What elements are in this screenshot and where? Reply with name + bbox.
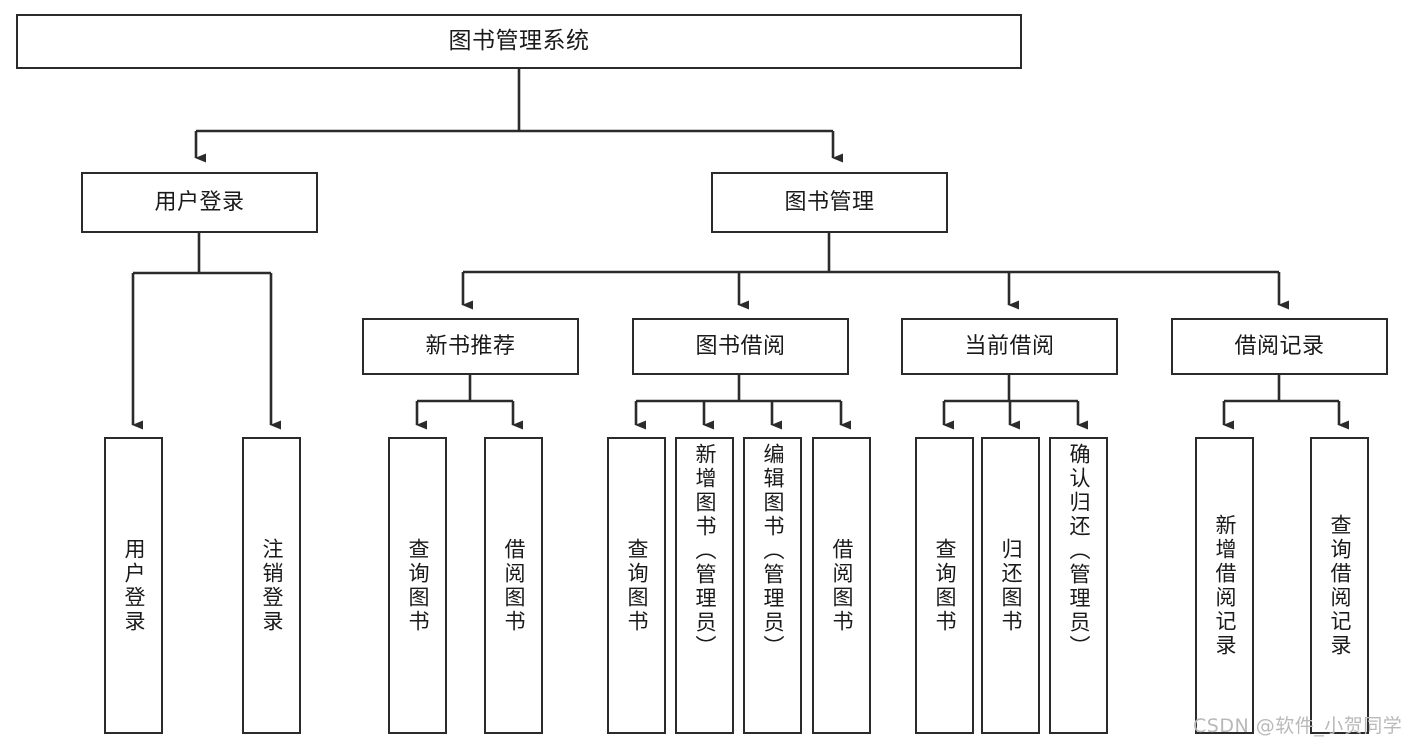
leaf-current-borrow-return[interactable]: 归还图书 <box>981 437 1040 734</box>
node-label: 新增图书（管理员） <box>693 443 717 659</box>
leaf-user-login-logout[interactable]: 注销登录 <box>242 437 301 734</box>
leaf-current-borrow-query[interactable]: 查询图书 <box>915 437 974 734</box>
node-user-login[interactable]: 用户登录 <box>81 172 318 233</box>
leaf-new-book-query[interactable]: 查询图书 <box>388 437 447 734</box>
csdn-watermark: CSDN @软件_小贺同学 <box>1193 715 1403 737</box>
node-label: 新增借阅记录 <box>1213 513 1237 658</box>
node-label: 注销登录 <box>260 537 284 634</box>
leaf-book-borrow-query[interactable]: 查询图书 <box>607 437 666 734</box>
leaf-book-borrow-add[interactable]: 新增图书（管理员） <box>675 437 734 734</box>
node-label: 用户登录 <box>122 537 146 634</box>
node-label: 图书管理 <box>784 189 875 215</box>
node-current-borrow[interactable]: 当前借阅 <box>901 318 1118 375</box>
node-label: 借阅图书 <box>830 537 854 634</box>
node-label: 图书管理系统 <box>448 28 590 55</box>
leaf-book-borrow-borrow[interactable]: 借阅图书 <box>812 437 871 734</box>
node-label: 归还图书 <box>999 537 1023 634</box>
node-label: 图书借阅 <box>695 333 786 359</box>
node-label: 用户登录 <box>154 189 245 215</box>
leaf-user-login-login[interactable]: 用户登录 <box>104 437 163 734</box>
node-borrow-record[interactable]: 借阅记录 <box>1171 318 1388 375</box>
node-label: 查询图书 <box>933 537 957 634</box>
leaf-borrow-record-add[interactable]: 新增借阅记录 <box>1195 437 1254 734</box>
node-label: 当前借阅 <box>964 333 1055 359</box>
node-label: 借阅记录 <box>1234 333 1325 359</box>
node-book-management[interactable]: 图书管理 <box>711 172 948 233</box>
node-book-borrow[interactable]: 图书借阅 <box>632 318 849 375</box>
leaf-borrow-record-query[interactable]: 查询借阅记录 <box>1310 437 1369 734</box>
node-new-book-recommend[interactable]: 新书推荐 <box>362 318 579 375</box>
node-label: 查询图书 <box>406 537 430 634</box>
node-label: 确认归还（管理员） <box>1067 443 1091 659</box>
node-label: 编辑图书（管理员） <box>761 443 785 659</box>
node-label: 查询图书 <box>625 537 649 634</box>
leaf-new-book-borrow[interactable]: 借阅图书 <box>484 437 543 734</box>
node-root-system[interactable]: 图书管理系统 <box>16 14 1022 69</box>
node-label: 查询借阅记录 <box>1328 513 1352 658</box>
leaf-current-borrow-confirm[interactable]: 确认归还（管理员） <box>1049 437 1108 734</box>
leaf-book-borrow-edit[interactable]: 编辑图书（管理员） <box>743 437 802 734</box>
node-label: 借阅图书 <box>502 537 526 634</box>
node-label: 新书推荐 <box>425 333 516 359</box>
